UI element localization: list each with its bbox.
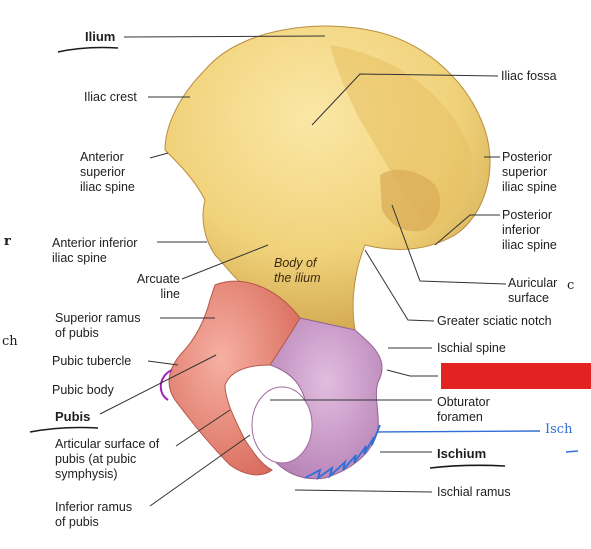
- handwritten-isch: Isch: [545, 422, 573, 437]
- ischium-label: Ischium: [437, 446, 487, 461]
- ischial-spine-label: Ischial spine: [437, 341, 506, 355]
- handwritten-underline-ischium: [429, 464, 506, 469]
- handwritten-r: r: [4, 234, 11, 249]
- handwritten-purple-bracket: [159, 369, 173, 401]
- superior-ramus-of-pubis-label: Superior ramus of pubis: [55, 311, 141, 340]
- body-of-ilium-label: Body of the ilium: [274, 256, 321, 285]
- auricular-surface-shading: [380, 169, 441, 232]
- redaction-box: [441, 363, 591, 389]
- iliac-fossa-shading: [330, 45, 472, 230]
- ilium-label: Ilium: [85, 29, 116, 44]
- posterior-inferior-iliac-spine-label: Posterior inferior iliac spine: [502, 208, 557, 252]
- obturator-foramen-label: Obturator foramen: [437, 395, 490, 424]
- pubic-body-label: Pubic body: [52, 383, 114, 397]
- pubis-label: Pubis: [55, 409, 91, 424]
- obturator-foramen-hole: [251, 386, 313, 464]
- inferior-ramus-of-pubis-label: Inferior ramus of pubis: [55, 500, 133, 529]
- handwritten-underline-ilium: [57, 46, 119, 53]
- iliac-crest-label: Iliac crest: [84, 90, 137, 104]
- greater-sciatic-notch-label: Greater sciatic notch: [437, 314, 552, 328]
- arcuate-line-label: Arcuate line: [136, 272, 180, 301]
- handwritten-ch: ch: [2, 334, 18, 349]
- handwritten-c: c: [567, 278, 575, 293]
- leader-lines: [99, 35, 507, 507]
- posterior-superior-iliac-spine-label: Posterior superior iliac spine: [502, 150, 557, 194]
- auricular-surface-label: Auricular surface: [508, 276, 558, 305]
- anterior-superior-iliac-spine-label: Anterior superior iliac spine: [80, 150, 135, 194]
- handwritten-blue-scribble: [304, 424, 381, 481]
- iliac-fossa-label: Iliac fossa: [501, 69, 557, 83]
- pubic-tubercle-label: Pubic tubercle: [52, 354, 132, 368]
- ischial-ramus-label: Ischial ramus: [437, 485, 511, 499]
- handwritten-blue-dash: [565, 450, 579, 453]
- anterior-inferior-iliac-spine-label: Anterior inferior iliac spine: [52, 236, 138, 265]
- handwritten-blue-line: [377, 430, 541, 433]
- pubis-bone: [168, 280, 301, 476]
- handwritten-underline-pubis: [29, 426, 99, 433]
- articular-surface-of-pubis-label: Articular surface of pubis (at pubic sym…: [55, 437, 160, 481]
